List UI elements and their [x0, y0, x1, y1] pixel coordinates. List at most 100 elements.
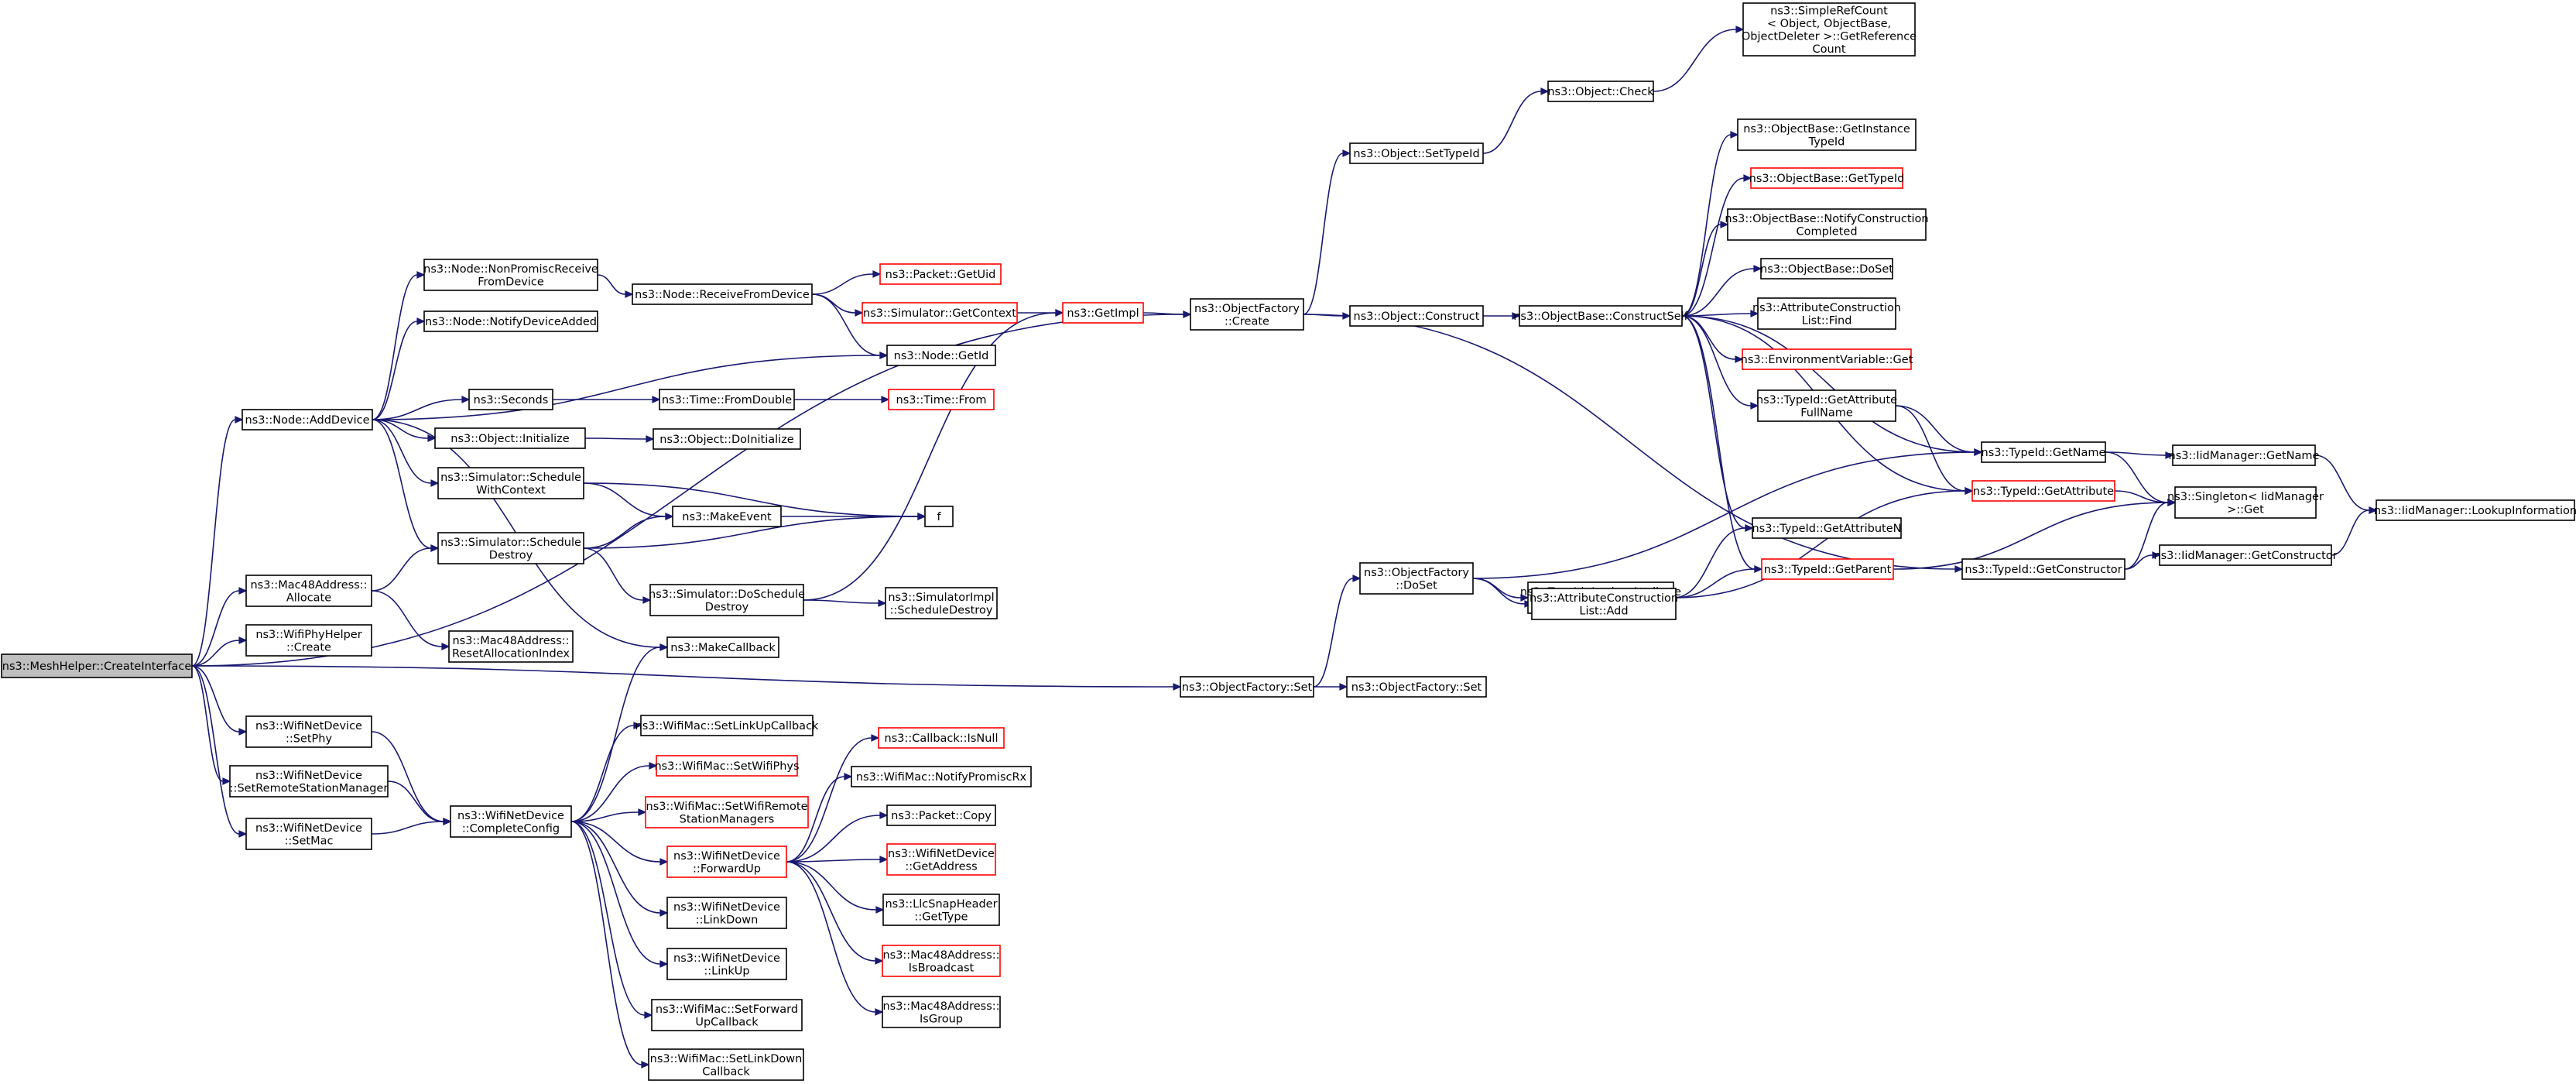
edge-line — [583, 516, 919, 549]
edge-line — [191, 665, 224, 782]
node-makeevent[interactable]: ns3::MakeEvent — [672, 506, 782, 527]
node-notifyconstr[interactable]: ns3::ObjectBase::NotifyConstructionCompl… — [1725, 208, 1929, 241]
node-mac48alloc[interactable]: ns3::Mac48Address::Allocate — [245, 575, 372, 607]
node-isbroadcast[interactable]: ns3::Mac48Address::IsBroadcast — [882, 945, 1001, 977]
node-label: ::GetType — [915, 911, 968, 923]
edge-line — [583, 482, 919, 517]
node-nodegetid[interactable]: ns3::Node::GetId — [886, 345, 996, 366]
node-wndsetmac[interactable]: ns3::WifiNetDevice::SetMac — [245, 818, 372, 850]
node-box — [651, 999, 803, 1031]
node-getattrn[interactable]: ns3::TypeId::GetAttributeN — [1752, 517, 1902, 539]
node-box — [886, 804, 996, 826]
node-setlinkup[interactable]: ns3::WifiMac::SetLinkUpCallback — [635, 715, 820, 736]
node-cbisnull[interactable]: ns3::Callback::IsNull — [878, 727, 1005, 749]
edge-ofcreate-to-tidgetconstr — [1303, 314, 1964, 573]
edge-line — [191, 590, 240, 667]
node-objconstruct[interactable]: ns3::Object::Construct — [1349, 305, 1484, 327]
node-tidgetconstr[interactable]: ns3::TypeId::GetConstructor — [1961, 558, 2126, 580]
node-wndgetaddr[interactable]: ns3::WifiNetDevice::GetAddress — [886, 843, 996, 876]
node-schedimpldestroy[interactable]: ns3::SimulatorImpl::ScheduleDestroy — [885, 587, 998, 619]
node-seconds[interactable]: ns3::Seconds — [468, 389, 553, 410]
node-objinit[interactable]: ns3::Object::Initialize — [434, 427, 586, 449]
node-objcheck[interactable]: ns3::Object::Check — [1547, 81, 1654, 102]
node-llcgettype[interactable]: ns3::LlcSnapHeader::GetType — [882, 894, 1000, 926]
node-getuid[interactable]: ns3::Packet::GetUid — [879, 263, 1002, 285]
node-envget[interactable]: ns3::EnvironmentVariable::Get — [1741, 348, 1913, 370]
node-obdoset[interactable]: ns3::ObjectBase::DoSet — [1760, 258, 1893, 280]
edge-line — [786, 861, 876, 1013]
node-receivefrom[interactable]: ns3::Node::ReceiveFromDevice — [632, 283, 813, 305]
node-notifypromisc[interactable]: ns3::WifiMac::NotifyPromiscRx — [851, 766, 1032, 787]
node-linkup[interactable]: ns3::WifiNetDevice::LinkUp — [666, 948, 787, 980]
node-label: ns3::Mac48Address:: — [452, 635, 569, 647]
node-getimpl[interactable]: ns3::GetImpl — [1062, 302, 1144, 324]
node-root[interactable]: ns3::MeshHelper::CreateInterface — [1, 653, 193, 678]
node-label: ns3::WifiNetDevice — [888, 848, 995, 860]
node-iidgetname[interactable]: ns3::IidManager::GetName — [2169, 444, 2320, 466]
node-timefrom[interactable]: ns3::Time::From — [888, 389, 995, 410]
node-setwifirsm[interactable]: ns3::WifiMac::SetWifiRemoteStationManage… — [645, 796, 809, 828]
node-getparent[interactable]: ns3::TypeId::GetParent — [1761, 558, 1894, 580]
node-objdoinit[interactable]: ns3::Object::DoInitialize — [653, 428, 801, 450]
node-box — [1519, 305, 1683, 327]
edge-arrowhead — [1339, 683, 1348, 691]
node-completeconfig[interactable]: ns3::WifiNetDevice::CompleteConfig — [450, 805, 572, 838]
node-f[interactable]: f — [924, 506, 954, 527]
node-wndsetrsm[interactable]: ns3::WifiNetDevice::SetRemoteStationMana… — [229, 765, 389, 798]
edge-arrowhead — [625, 290, 634, 298]
edge-ofset-to-ofset2 — [1313, 683, 1348, 691]
node-singletonget[interactable]: ns3::Singleton< IidManager >::Get — [2167, 486, 2324, 519]
node-getrefcount[interactable]: ns3::SimpleRefCount< Object, ObjectBase,… — [1742, 2, 1917, 57]
edge-line — [786, 776, 845, 863]
node-ofdoset[interactable]: ns3::ObjectFactory::DoSet — [1359, 562, 1474, 595]
node-notifyadded[interactable]: ns3::Node::NotifyDeviceAdded — [423, 310, 598, 332]
node-ofset[interactable]: ns3::ObjectFactory::Set — [1180, 676, 1314, 698]
node-iidgetconstr[interactable]: ns3::IidManager::GetConstructor — [2153, 544, 2338, 566]
node-obgettypeid[interactable]: ns3::ObjectBase::GetTypeId — [1749, 167, 1905, 189]
edge-arrowhead — [659, 909, 669, 917]
node-box — [888, 389, 995, 410]
node-label: Destroy — [705, 601, 749, 613]
node-forwardup[interactable]: ns3::WifiNetDevice::ForwardUp — [666, 846, 787, 878]
node-label: ns3::Mac48Address:: — [882, 1000, 999, 1013]
node-adddevice[interactable]: ns3::Node::AddDevice — [242, 409, 373, 431]
node-objsettypeid[interactable]: ns3::Object::SetTypeId — [1349, 142, 1484, 164]
edge-arrowhead — [917, 513, 927, 520]
node-makecallback[interactable]: ns3::MakeCallback — [666, 636, 779, 658]
edge-forwardup-to-cbisnull — [786, 734, 880, 863]
edge-completeconfig-to-linkup — [570, 821, 669, 968]
node-linkdown[interactable]: ns3::WifiNetDevice::LinkDown — [666, 897, 787, 929]
node-setwifiphys[interactable]: ns3::WifiMac::SetWifiPhys — [654, 755, 800, 777]
node-ofset2[interactable]: ns3::ObjectFactory::Set — [1346, 676, 1487, 698]
node-scheddestroy[interactable]: ns3::Simulator::ScheduleDestroy — [437, 532, 584, 564]
node-packetcopy[interactable]: ns3::Packet::Copy — [886, 804, 996, 826]
edge-arrowhead — [881, 396, 890, 403]
node-fromdouble[interactable]: ns3::Time::FromDouble — [659, 389, 795, 410]
node-ofcreate[interactable]: ns3::ObjectFactory::Create — [1190, 298, 1304, 331]
edge-line — [570, 821, 642, 1065]
node-box — [666, 897, 787, 929]
node-label: ns3::Simulator::Schedule — [440, 472, 581, 484]
node-wndsetphy[interactable]: ns3::WifiNetDevice::SetPhy — [245, 715, 372, 748]
node-tidgetattr[interactable]: ns3::TypeId::GetAttribute — [1971, 480, 2115, 502]
node-getcontext[interactable]: ns3::Simulator::GetContext — [862, 302, 1018, 324]
edge-arrowhead — [1743, 174, 1752, 182]
node-iidlookupinfo[interactable]: ns3::IidManager::LookupInformation — [2374, 499, 2576, 521]
node-wifiphycreate[interactable]: ns3::WifiPhyHelper::Create — [245, 624, 372, 657]
node-constructself[interactable]: ns3::ObjectBase::ConstructSelf — [1513, 305, 1689, 327]
node-isgroup[interactable]: ns3::Mac48Address::IsGroup — [882, 996, 1001, 1028]
node-label: ns3::MeshHelper::CreateInterface — [2, 660, 192, 673]
node-resetalloc[interactable]: ns3::Mac48Address::ResetAllocationIndex — [448, 630, 574, 663]
node-tidgetname[interactable]: ns3::TypeId::GetName — [1981, 441, 2106, 463]
node-box — [886, 345, 996, 366]
